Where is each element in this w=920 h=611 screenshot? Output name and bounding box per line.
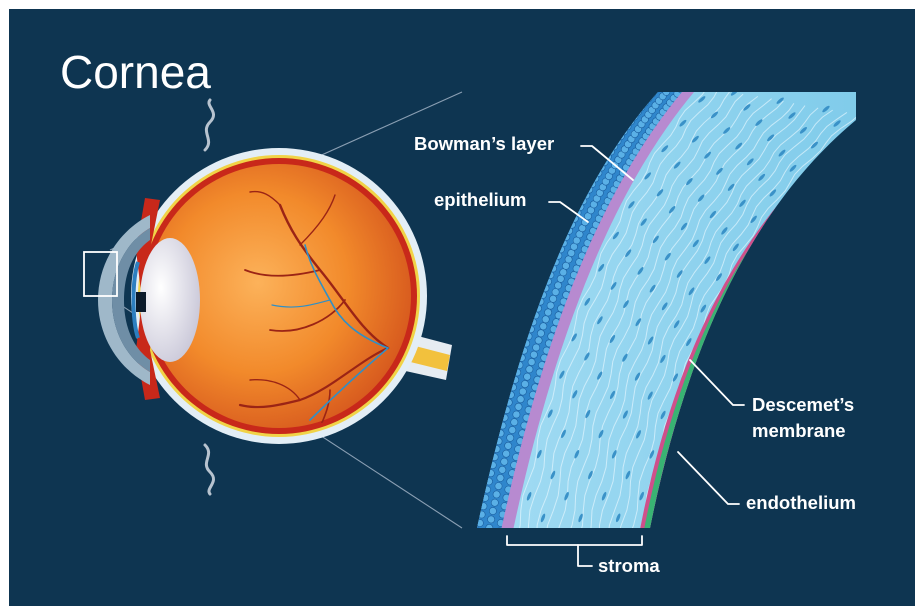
epithelial-cell [517,396,524,403]
epithelial-cell [491,499,498,506]
label-stroma: stroma [598,555,660,576]
epithelial-cell [557,275,564,282]
epithelial-cell [507,434,514,441]
epithelial-cell [495,483,502,490]
epithelial-cell [540,323,547,330]
epithelial-cell [524,373,531,380]
epithelial-cell [493,491,500,498]
epithelial-cell [550,295,557,302]
label-descemets-membrane-line2: membrane [752,420,846,441]
epithelial-cell [488,516,495,523]
epithelial-cell [533,344,540,351]
label-descemets-membrane-line1: Descemet’s [752,394,854,415]
epithelial-cell [521,381,528,388]
epithelial-cell [505,442,512,449]
page-title: Cornea [60,46,211,98]
epithelial-cell [499,466,506,473]
epithelial-cell [530,351,537,358]
epithelial-cell [513,411,520,418]
epithelial-cell [515,403,522,410]
epithelial-cell [511,419,518,426]
epithelial-cell [509,426,516,433]
epithelial-cell [547,302,554,309]
label-bowmans-layer: Bowman’s layer [414,133,554,154]
epithelial-cell [535,337,542,344]
epithelial-cell [526,366,533,373]
epithelial-cell [555,282,562,289]
epithelial-cell [519,388,526,395]
epithelial-cell [560,269,567,276]
label-endothelium: endothelium [746,492,856,513]
epithelial-cell [503,450,510,457]
epithelial-cell [501,458,508,465]
epithelial-cell [537,330,544,337]
epithelial-cell [545,309,552,316]
label-epithelium: epithelium [434,189,527,210]
epithelial-cell [542,316,549,323]
epithelial-cell [489,507,496,514]
epithelial-cell [528,358,535,365]
epithelial-cell [497,474,504,481]
epithelial-cell [552,289,559,296]
